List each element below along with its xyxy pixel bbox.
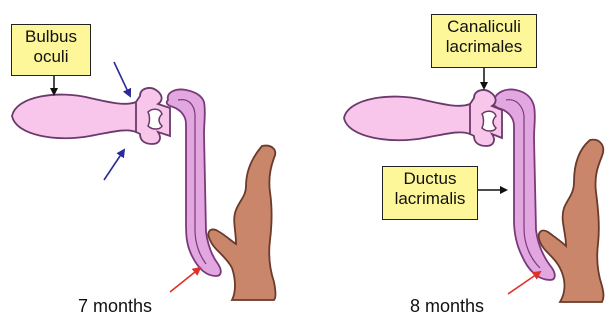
canaliculi-line1: Canaliculi <box>436 17 532 37</box>
blue-arrow-upper <box>114 62 130 96</box>
eyeball <box>12 95 144 139</box>
ductus-lacrimalis-label: Ductus lacrimalis <box>382 166 478 220</box>
canaliculi-line2: lacrimales <box>436 37 532 57</box>
lacrimal-duct <box>167 89 221 276</box>
bulbus-oculi-line1: Bulbus <box>16 27 86 47</box>
stage-label-8-months: 8 months <box>410 296 484 317</box>
ductus-line1: Ductus <box>387 169 473 189</box>
nasal-tissue <box>208 146 275 300</box>
ductus-line2: lacrimalis <box>387 189 473 209</box>
red-arrow-7-months <box>170 268 200 292</box>
eyeball <box>344 97 478 141</box>
bulbus-oculi-label: Bulbus oculi <box>11 24 91 76</box>
blue-arrow-lower <box>104 150 124 180</box>
stage-7-months <box>12 62 276 300</box>
bulbus-oculi-line2: oculi <box>16 47 86 67</box>
stage-label-7-months: 7 months <box>78 296 152 317</box>
canaliculi-lacrimales-label: Canaliculi lacrimales <box>431 14 537 68</box>
red-arrow-8-months <box>508 272 540 294</box>
